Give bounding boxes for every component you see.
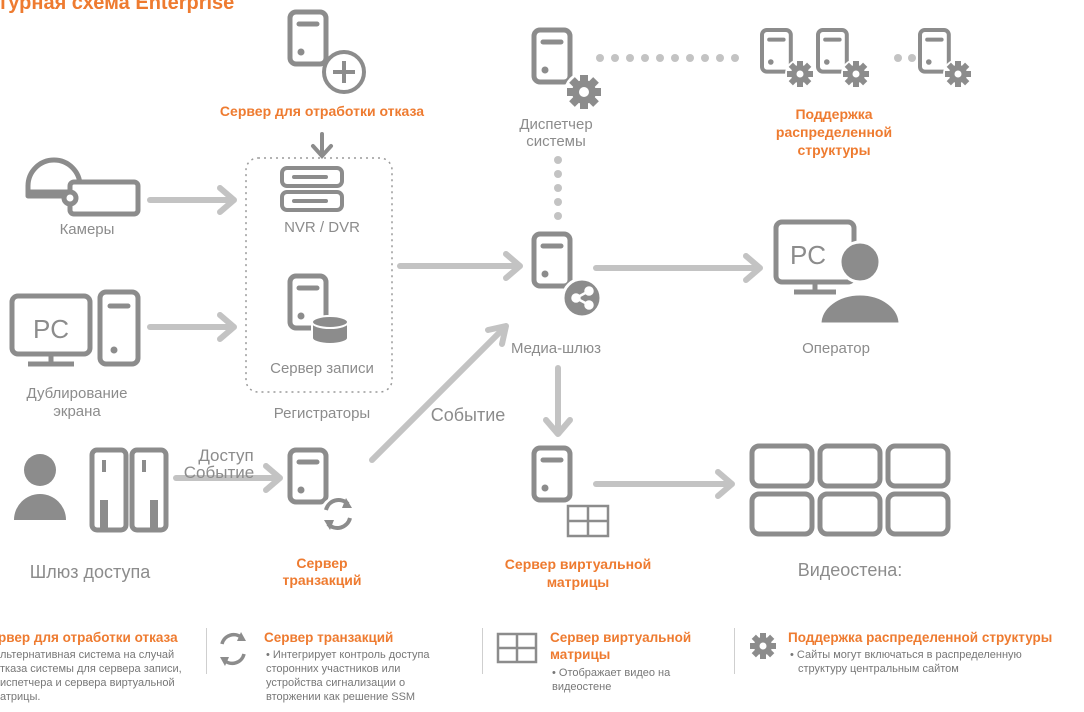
legend-matrix-title-1: Сервер виртуальной <box>550 630 692 645</box>
videowall-icon <box>749 443 951 537</box>
arrow-failover-nvr <box>311 132 333 159</box>
diagram-title: турная схема Enterprise <box>0 0 235 14</box>
label-cameras: Камеры <box>59 221 115 238</box>
legend-failover-line-4: атрицы. <box>0 691 41 703</box>
label-virtual-matrix-1: Сервер виртуальной <box>504 556 652 572</box>
legend-matrix-line-1: • Отображает видео на <box>552 667 671 679</box>
arrow-event <box>369 323 509 463</box>
label-screen-dup-1: Дублирование <box>26 385 128 402</box>
legend-transaction-line-3: устройства сигнализации о <box>266 677 406 689</box>
media-gateway-icon <box>534 234 603 319</box>
nvr-icon <box>280 166 344 212</box>
arrow-screen <box>147 312 237 342</box>
screen-dup-icon: PC <box>9 289 141 367</box>
arrow-media-operator <box>593 253 763 283</box>
registrators-group <box>245 157 393 393</box>
transaction-server-icon <box>290 450 356 532</box>
dotted-manager-distributed <box>596 54 916 62</box>
legend-failover-title: рвер для отработки отказа <box>0 630 178 645</box>
legend-divider <box>206 628 207 674</box>
label-distributed-1: Поддержка <box>795 106 873 122</box>
label-access: Доступ <box>198 446 254 465</box>
arrow-access <box>173 463 283 493</box>
svg-text:PC: PC <box>33 314 69 344</box>
svg-text:PC: PC <box>790 240 826 270</box>
label-screen-dup-2: экрана <box>53 403 101 420</box>
arrow-matrix-videowall <box>593 469 735 499</box>
legend-divider <box>482 628 483 674</box>
legend-matrix-line-2: видеостене <box>552 681 612 693</box>
label-access-gateway: Шлюз доступа <box>29 562 151 582</box>
legend-distributed-line-1: • Сайты могут включаться в распределенну… <box>790 649 1022 661</box>
legend-divider <box>734 628 735 674</box>
label-distributed-3: структуры <box>797 142 871 158</box>
access-gateway-icon <box>14 447 169 533</box>
camera-icon <box>25 157 141 217</box>
legend-matrix-title-2: матрицы <box>550 647 611 662</box>
legend-transaction-line-1: • Интегрирует контроль доступа <box>266 649 430 661</box>
label-system-manager-1: Диспетчер <box>519 116 593 133</box>
virtual-matrix-server-icon <box>534 448 610 538</box>
legend-failover-line-1: льтернативная система на случай <box>0 649 175 661</box>
distributed-servers-icon <box>762 30 973 89</box>
arrow-registrators-media <box>397 251 523 281</box>
label-media-gateway: Медиа-шлюз <box>510 340 602 357</box>
operator-icon: PC <box>773 219 902 326</box>
legend-transaction-line-2: сторонних участников или <box>266 663 401 675</box>
label-registrators: Регистраторы <box>273 405 371 422</box>
legend-distributed-line-2: структуру центральным сайтом <box>798 663 959 675</box>
label-system-manager-2: системы <box>526 133 586 150</box>
record-server-icon <box>290 276 349 345</box>
label-distributed-2: распределенной <box>775 124 893 140</box>
system-manager-icon <box>534 30 604 112</box>
legend-transaction-line-4: вторжении как решение SSM <box>266 691 416 703</box>
label-transaction-server-1: Сервер <box>296 555 348 571</box>
label-videowall: Видеостена: <box>797 560 903 580</box>
label-event: Событие <box>430 405 506 425</box>
label-access-event: Событие <box>183 463 255 482</box>
legend-failover-line-2: тказа системы для сервера записи, <box>0 663 182 675</box>
refresh-icon <box>220 632 246 666</box>
legend-distributed-title: Поддержка распределенной структуры <box>788 630 1053 645</box>
failover-server-icon <box>290 12 366 94</box>
label-virtual-matrix-2: матрицы <box>546 574 610 590</box>
label-operator: Оператор <box>802 340 870 357</box>
grid-icon <box>496 632 538 664</box>
arrow-media-matrix <box>543 365 573 437</box>
gear-icon <box>750 633 776 659</box>
legend-transaction-title: Сервер транзакций <box>264 630 394 645</box>
label-nvr-dvr: NVR / DVR <box>284 219 360 236</box>
label-transaction-server-2: транзакций <box>282 572 362 588</box>
dotted-manager-media <box>554 156 562 220</box>
label-record-server: Сервер записи <box>270 360 374 377</box>
label-failover-server: Сервер для отработки отказа <box>219 103 425 119</box>
arrow-cameras <box>147 185 237 215</box>
legend-failover-line-3: испетчера и сервера виртуальной <box>0 677 175 689</box>
